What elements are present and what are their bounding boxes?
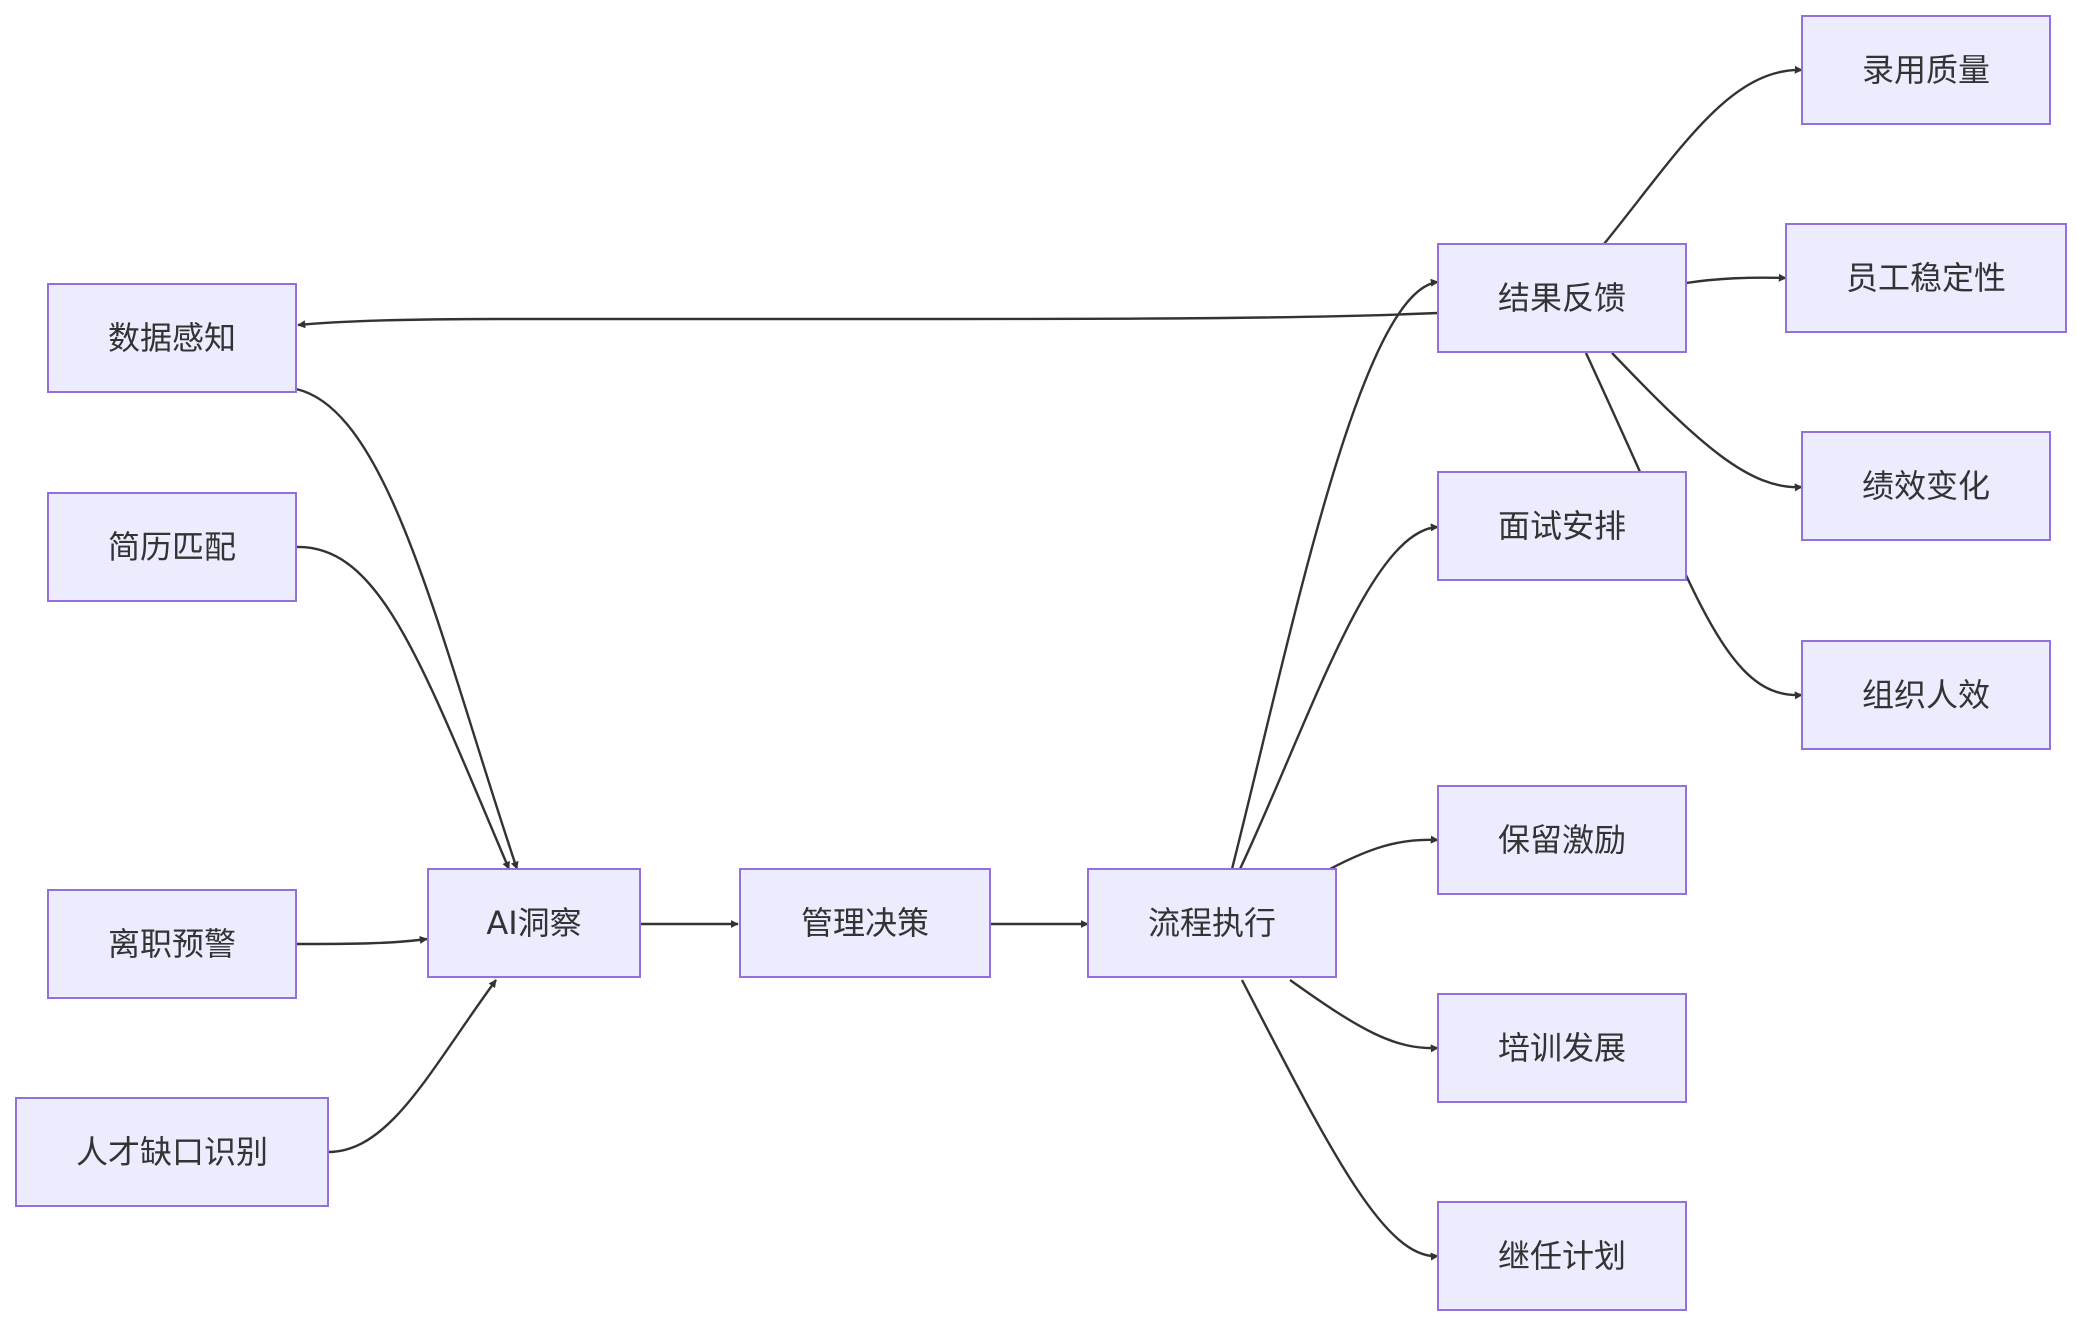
edge-exec-to-training xyxy=(1289,979,1439,1053)
node-employee-stability[interactable]: 员工稳定性 xyxy=(1785,223,2067,333)
edge-data-to-ai xyxy=(295,387,519,870)
node-performance-change[interactable]: 绩效变化 xyxy=(1801,431,2051,541)
node-label: AI洞察 xyxy=(486,904,581,942)
node-resume-match[interactable]: 简历匹配 xyxy=(47,492,297,602)
edge-gap-to-ai xyxy=(327,979,497,1154)
node-label: 保留激励 xyxy=(1498,821,1626,859)
node-label: 结果反馈 xyxy=(1498,279,1626,317)
edge-resume-to-ai xyxy=(295,545,511,870)
node-label: 人才缺口识别 xyxy=(76,1133,268,1171)
node-label: 管理决策 xyxy=(801,904,929,942)
node-training-development[interactable]: 培训发展 xyxy=(1437,993,1687,1103)
edge-exec-to-interview xyxy=(1238,523,1439,870)
node-label: 离职预警 xyxy=(108,925,236,963)
node-label: 流程执行 xyxy=(1148,904,1276,942)
node-label: 组织人效 xyxy=(1862,676,1990,714)
node-hiring-quality[interactable]: 录用质量 xyxy=(1801,15,2051,125)
node-management-decision[interactable]: 管理决策 xyxy=(739,868,991,978)
node-label: 数据感知 xyxy=(108,319,236,357)
node-label: 面试安排 xyxy=(1498,507,1626,545)
node-succession-plan[interactable]: 继任计划 xyxy=(1437,1201,1687,1311)
edge-attrition-to-ai xyxy=(295,935,428,946)
node-label: 培训发展 xyxy=(1498,1029,1626,1067)
node-process-execution[interactable]: 流程执行 xyxy=(1087,868,1337,978)
node-retention-incentive[interactable]: 保留激励 xyxy=(1437,785,1687,895)
node-label: 绩效变化 xyxy=(1862,467,1990,505)
node-result-feedback[interactable]: 结果反馈 xyxy=(1437,243,1687,353)
node-label: 员工稳定性 xyxy=(1846,259,2006,297)
node-label: 简历匹配 xyxy=(108,528,236,566)
node-talent-gap[interactable]: 人才缺口识别 xyxy=(15,1097,329,1207)
edge-feedback-to-stability xyxy=(1685,273,1787,285)
edge-feedback-to-data xyxy=(297,311,1439,329)
edge-feedback-to-quality xyxy=(1603,65,1803,245)
node-attrition-warning[interactable]: 离职预警 xyxy=(47,889,297,999)
edges xyxy=(295,65,1803,1261)
node-data-sense[interactable]: 数据感知 xyxy=(47,283,297,393)
edge-exec-to-feedback xyxy=(1230,278,1439,870)
edge-exec-to-succession xyxy=(1240,979,1439,1261)
node-label: 录用质量 xyxy=(1862,51,1990,89)
node-label: 继任计划 xyxy=(1498,1237,1626,1275)
edge-feedback-to-performance xyxy=(1611,352,1803,492)
node-org-efficiency[interactable]: 组织人效 xyxy=(1801,640,2051,750)
edge-exec-to-retention xyxy=(1329,835,1439,871)
node-ai-insight[interactable]: AI洞察 xyxy=(427,868,641,978)
node-interview-arrangement[interactable]: 面试安排 xyxy=(1437,471,1687,581)
